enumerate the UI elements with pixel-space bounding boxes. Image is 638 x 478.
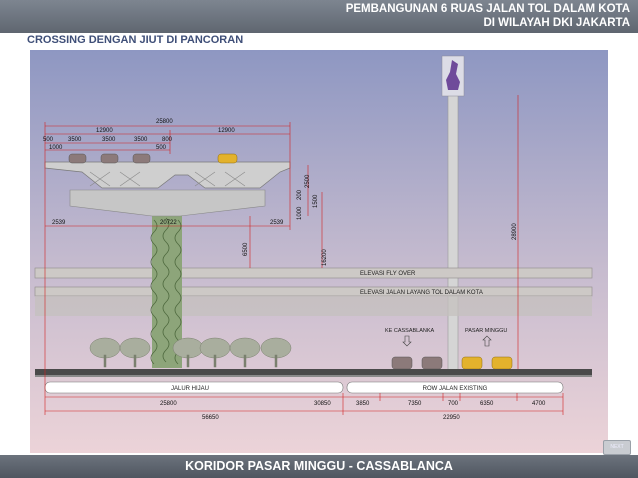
arrow-down-icon	[402, 335, 412, 347]
footer-title: KORIDOR PASAR MINGGU - CASSABLANCA	[185, 459, 453, 473]
road-curb	[35, 375, 592, 377]
page-subtitle: CROSSING DENGAN JIUT DI PANCORAN	[27, 34, 244, 46]
monument-column	[447, 94, 459, 371]
row-jalan-bar	[346, 381, 564, 394]
dim-6500: 6500	[243, 242, 249, 256]
dim-25800-top: 25800	[156, 119, 173, 125]
dim-25800-bottom: 25800	[160, 401, 177, 407]
header-title-line2: DI WILAYAH DKI JAKARTA	[483, 17, 630, 29]
vertical-dimension-labels: 200 2500 1000 1500 6500 16200 28900	[243, 174, 518, 266]
dim-1000: 1000	[49, 145, 63, 151]
dimension-lines	[44, 95, 564, 415]
arrow-up-icon	[482, 335, 492, 347]
dim-2539-b: 2539	[270, 220, 284, 226]
dim-800: 800	[162, 137, 173, 143]
dim-12900-a: 12900	[96, 128, 113, 134]
footer-bar: KORIDOR PASAR MINGGU - CASSABLANCA	[0, 455, 638, 478]
dim-20722: 20722	[160, 220, 177, 226]
dim-2500: 2500	[305, 174, 311, 188]
deck-car-icons	[68, 153, 238, 164]
dim-200: 200	[297, 189, 303, 200]
girder-bracing	[89, 171, 246, 187]
dim-3850: 3850	[356, 401, 370, 407]
next-button[interactable]: NEXT	[603, 440, 631, 455]
tollroad-deck	[34, 286, 593, 297]
diagram-panel: ELEVASI FLY OVER ELEVASI JALAN LAYANG TO…	[30, 50, 608, 453]
dim-3500-a: 3500	[68, 137, 82, 143]
tollroad-deck-shadow	[35, 296, 592, 316]
row-jalan-label: ROW JALAN EXISTING	[423, 386, 488, 392]
dim-4700: 4700	[532, 401, 546, 407]
tree-icons	[89, 337, 292, 368]
dim-28900: 28900	[512, 223, 518, 240]
dim-3500-b: 3500	[102, 137, 116, 143]
tollroad-label: ELEVASI JALAN LAYANG TOL DALAM KOTA	[360, 290, 483, 296]
dim-6350: 6350	[480, 401, 494, 407]
dim-30850: 30850	[314, 401, 331, 407]
road-surface	[35, 369, 592, 375]
pasar-minggu-label: PASAR MINGGU	[465, 328, 507, 334]
dim-16200: 16200	[322, 249, 328, 266]
dim-1000-b: 1000	[297, 206, 303, 220]
jalur-hijau-label: JALUR HIJAU	[171, 386, 209, 392]
flyover-label: ELEVASI FLY OVER	[360, 271, 416, 277]
header-bar: PEMBANGUNAN 6 RUAS JALAN TOL DALAM KOTA …	[0, 0, 638, 33]
ground-car-icons	[391, 356, 513, 370]
cross-section-diagram: ELEVASI FLY OVER ELEVASI JALAN LAYANG TO…	[30, 50, 608, 453]
dim-3500-c: 3500	[134, 137, 148, 143]
pier-head	[69, 189, 266, 217]
monument-statue-icon	[446, 60, 460, 90]
dim-2539-a: 2539	[52, 220, 66, 226]
dim-22950: 22950	[443, 415, 460, 421]
dim-56650: 56650	[202, 415, 219, 421]
dimension-labels: 25800 12900 12900 500 3500 3500 3500 800…	[43, 119, 546, 421]
ke-cassablanka-label: KE CASSABLANKA	[385, 328, 435, 334]
dim-500-a: 500	[43, 137, 54, 143]
dim-700: 700	[448, 401, 459, 407]
dim-12900-b: 12900	[218, 128, 235, 134]
dim-1500: 1500	[313, 194, 319, 208]
flyover-deck	[34, 267, 593, 279]
pier-ivy	[150, 217, 182, 365]
header-title-line1: PEMBANGUNAN 6 RUAS JALAN TOL DALAM KOTA	[345, 3, 630, 15]
dim-7350: 7350	[408, 401, 422, 407]
dim-500-b: 500	[156, 145, 167, 151]
